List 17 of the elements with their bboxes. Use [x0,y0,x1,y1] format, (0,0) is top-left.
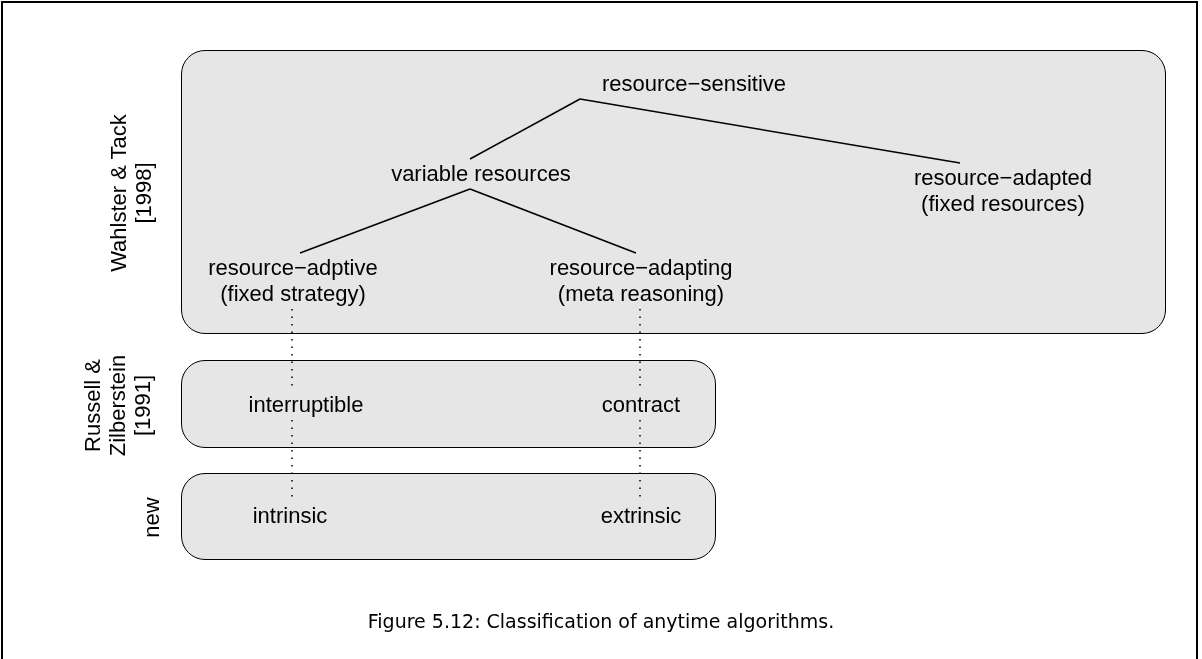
category-label: resource−adapted (fixed resources) [889,163,1117,219]
category-label: extrinsic [596,501,686,531]
figure-caption: Figure 5.12: Classification of anytime algorithms. [366,610,836,632]
category-label: intrinsic [248,501,332,531]
category-label: contract [597,390,685,420]
vertical-heading: Russell & Zilberstein [1991] [79,353,155,458]
category-label: resource−adapting (meta reasoning) [532,253,750,309]
category-label: resource−adptive (fixed strategy) [189,253,397,309]
category-label: interruptible [244,390,368,420]
vertical-heading: Wahlster & Tack [1998] [106,113,156,274]
tree-line [469,188,637,254]
category-label: resource−sensitive [598,69,790,99]
tree-line [579,98,961,164]
tree-line [469,98,581,160]
tree-line [299,188,471,254]
category-label: variable resources [387,159,575,189]
vertical-heading: new [138,496,164,540]
